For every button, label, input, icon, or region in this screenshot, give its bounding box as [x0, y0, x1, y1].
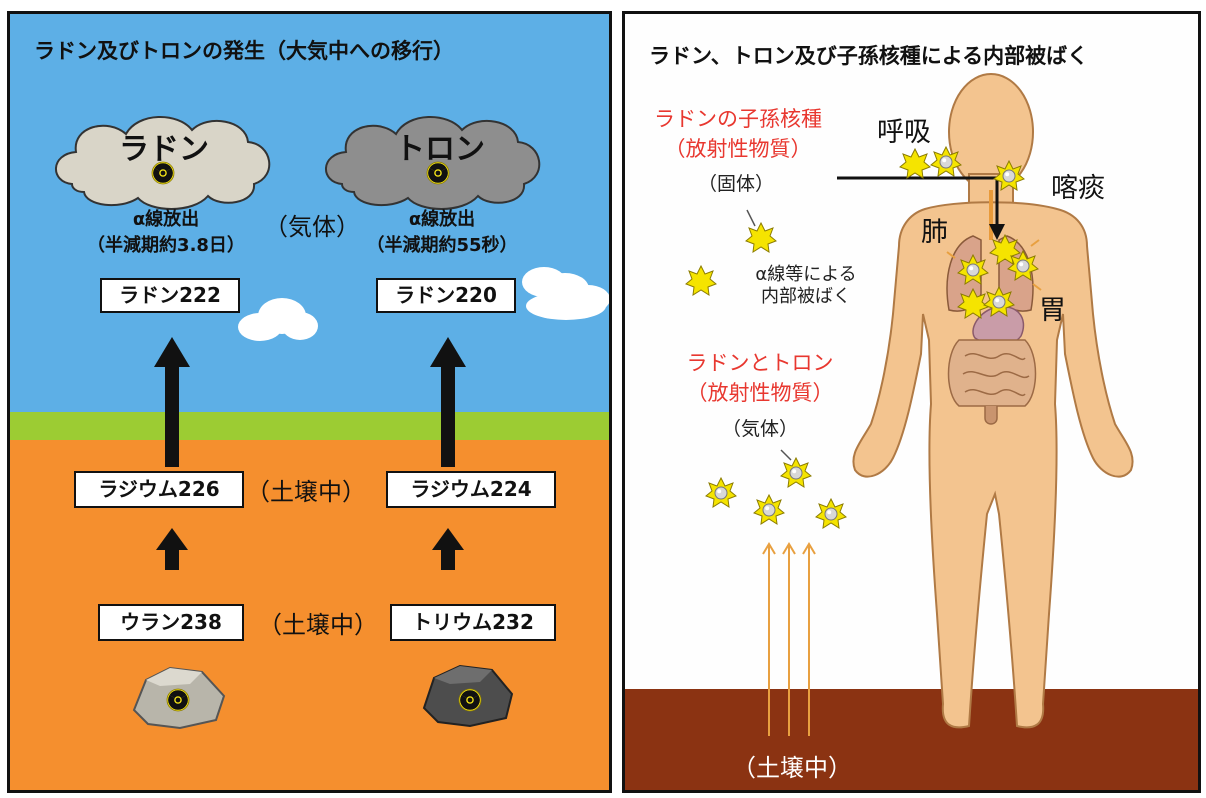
solid-pointer-line	[746, 209, 756, 227]
white-cloud-right	[522, 267, 609, 320]
rising-arrows	[762, 542, 816, 736]
left-panel-title: ラドン及びトロンの発生（大気中への移行）	[34, 39, 454, 63]
ground-soil	[625, 689, 1198, 790]
left-background	[10, 14, 609, 790]
uranium238-box: ウラン238	[98, 604, 244, 641]
gas-note-right: （気体）	[721, 418, 798, 440]
inhale-arrow-head	[989, 224, 1005, 240]
soil-note-lower: （土壌中）	[258, 611, 378, 639]
gas-title-line2: （放射性物質）	[686, 381, 834, 405]
radium226-box: ラジウム226	[74, 471, 244, 508]
intestines	[947, 339, 1037, 425]
uranium-rock	[132, 666, 226, 730]
thorium232-box: トリウム232	[390, 604, 556, 641]
internal-exposure-line2: 内部被ばく	[761, 286, 851, 307]
radon-cloud-label: ラドン	[119, 132, 209, 167]
solid-note: （固体）	[697, 173, 774, 195]
internal-exposure-note: α線等による 内部被ばく	[721, 264, 891, 308]
gas-title-line1: ラドンとトロン	[686, 351, 834, 375]
grass-strip	[10, 412, 609, 440]
thoron-emission-line2: （半減期約55秒）	[366, 235, 518, 256]
radon-emission-line2: （半減期約3.8日）	[87, 235, 245, 256]
left-panel: ラドン及びトロンの発生（大気中への移行） ラドン トロン α線放出 （半減期約3…	[7, 11, 612, 793]
gas-pointer-line	[780, 449, 792, 461]
radon220-box: ラドン220	[376, 278, 516, 313]
sky	[10, 14, 609, 412]
soil-label: （土壌中）	[732, 754, 852, 782]
radon-emission: α線放出 （半減期約3.8日）	[74, 207, 258, 259]
lung-label: 肺	[921, 217, 948, 248]
sputum-label: 喀痰	[1051, 173, 1105, 204]
white-cloud-left	[238, 298, 318, 341]
emission-rays	[946, 239, 1042, 291]
right-panel: ラドン、トロン及び子孫核種による内部被ばく ラドンの子孫核種 （放射性物質） （…	[622, 11, 1201, 793]
progeny-title: ラドンの子孫核種 （放射性物質）	[633, 104, 843, 164]
gas-title: ラドンとトロン （放射性物質）	[655, 348, 865, 408]
gas-note: （気体）	[264, 213, 360, 241]
right-panel-title: ラドン、トロン及び子孫核種による内部被ばく	[649, 44, 1089, 68]
thorium-rock	[422, 664, 514, 728]
stomach-label: 胃	[1039, 295, 1066, 326]
thoron-cloud-label: トロン	[395, 132, 485, 167]
radium224-box: ラジウム224	[386, 471, 556, 508]
radon222-box: ラドン222	[100, 278, 240, 313]
right-background	[625, 14, 1198, 790]
thoron-emission-line1: α線放出	[408, 209, 476, 230]
internal-exposure-line1: α線等による	[755, 264, 857, 285]
soil-note-upper: （土壌中）	[246, 478, 366, 506]
thoron-emission: α線放出 （半減期約55秒）	[350, 207, 534, 259]
progeny-title-line2: （放射性物質）	[664, 137, 812, 161]
radon-emission-line1: α線放出	[132, 209, 200, 230]
progeny-title-line1: ラドンの子孫核種	[654, 107, 822, 131]
respiration-label: 呼吸	[877, 117, 931, 148]
human-body	[852, 73, 1134, 729]
